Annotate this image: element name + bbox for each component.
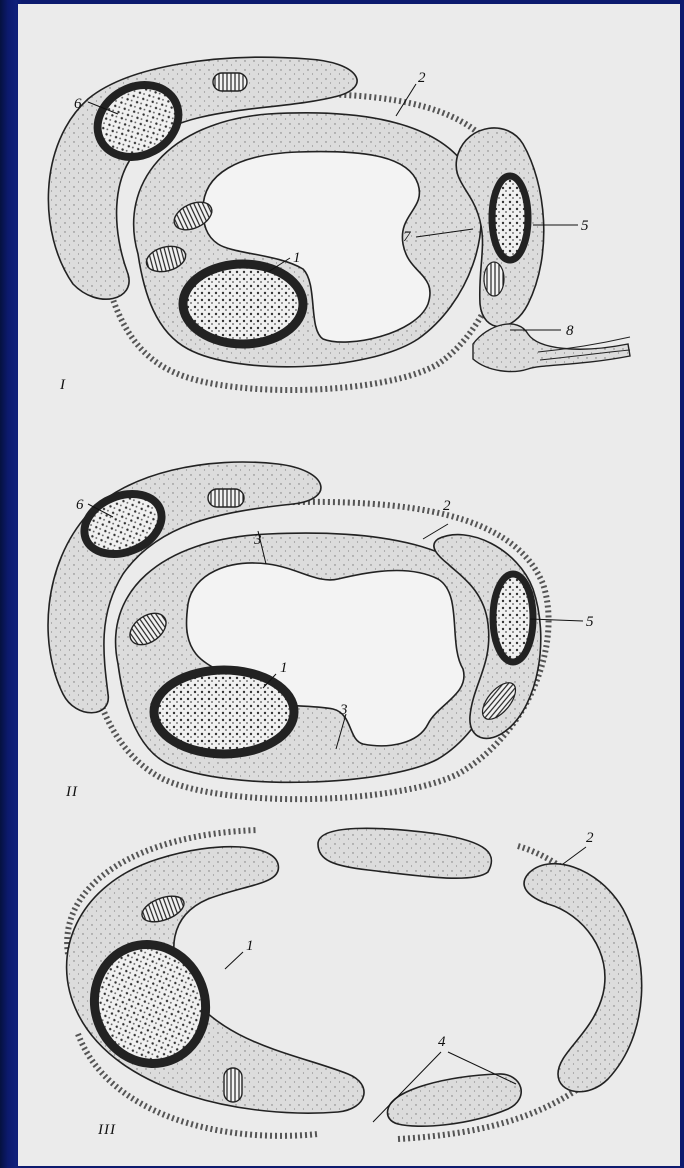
label-3: 3	[339, 702, 348, 718]
cell-fragment	[318, 828, 491, 878]
process	[473, 324, 630, 372]
label-6: 6	[74, 96, 82, 112]
mitochondrion	[484, 262, 504, 296]
cell-fragment	[524, 864, 642, 1092]
nucleus	[183, 264, 303, 344]
leader-line	[563, 847, 586, 864]
stage-2: 6 2 3 5 1 3 II	[48, 462, 594, 800]
stage-numeral: II	[65, 784, 78, 800]
leader-line	[225, 952, 243, 969]
stage-numeral: III	[97, 1122, 116, 1138]
nucleus	[154, 670, 294, 754]
label-2: 2	[418, 70, 426, 86]
label-3: 3	[253, 532, 262, 548]
mitochondrion	[224, 1068, 242, 1102]
label-2: 2	[443, 498, 451, 514]
leader-line	[396, 84, 416, 116]
label-4: 4	[438, 1034, 446, 1050]
cell-diagram: 6 2 7 5 1 8 I 6 2 3 5 1 3 II	[18, 4, 680, 1166]
label-5: 5	[581, 218, 589, 234]
label-1: 1	[293, 250, 301, 266]
stage-numeral: I	[59, 377, 66, 393]
label-6: 6	[76, 497, 84, 513]
stage-3: 2 1 4 III	[67, 828, 642, 1139]
label-1: 1	[280, 660, 288, 676]
label-1: 1	[246, 938, 254, 954]
nucleus	[492, 176, 528, 260]
nucleus	[493, 574, 533, 662]
cell-fragment	[387, 1074, 521, 1126]
label-2: 2	[586, 830, 594, 846]
mitochondrion	[213, 73, 247, 91]
mitochondrion	[208, 489, 244, 507]
stage-1: 6 2 7 5 1 8 I	[48, 57, 630, 393]
label-8: 8	[566, 323, 574, 339]
label-5: 5	[586, 614, 594, 630]
figure-page: 6 2 7 5 1 8 I 6 2 3 5 1 3 II	[18, 4, 680, 1166]
